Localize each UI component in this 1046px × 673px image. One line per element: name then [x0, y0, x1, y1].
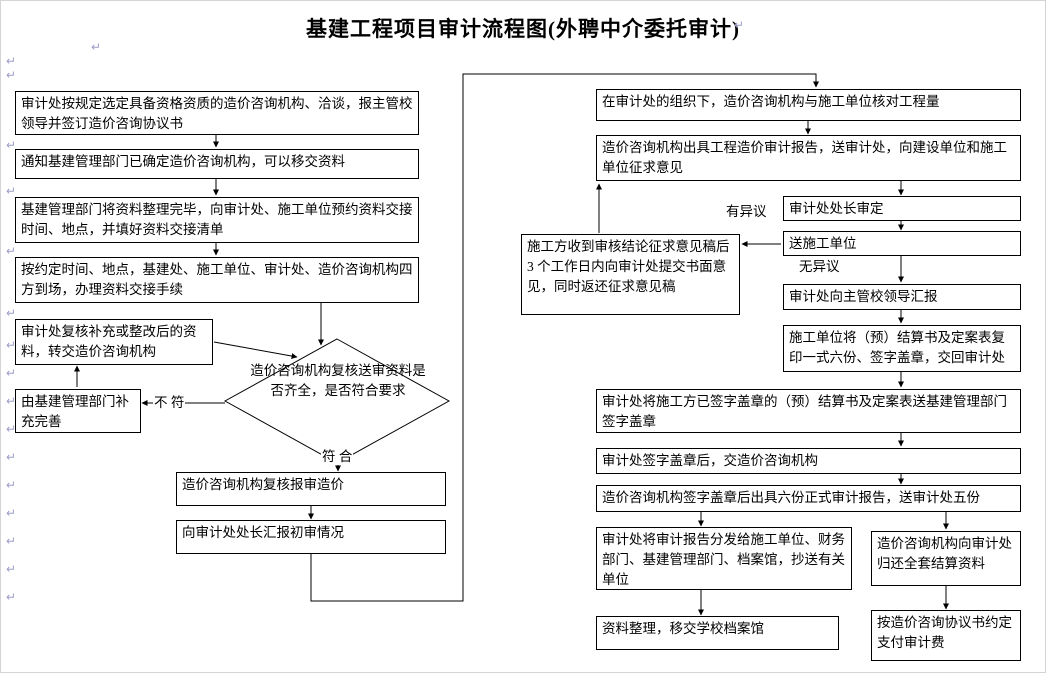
paragraph-mark-icon: ↵ — [6, 338, 17, 352]
node-handover: 按约定时间、地点，基建处、施工单位、审计处、造价咨询机构四方到场，办理资料交接手… — [15, 257, 419, 303]
paragraph-mark-icon: ↵ — [6, 450, 17, 464]
node-notify-dept: 通知基建管理部门已确定造价咨询机构，可以移交资料 — [15, 149, 419, 179]
paragraph-mark-icon: ↵ — [6, 366, 17, 380]
node-prepare-materials: 基建管理部门将资料整理完毕，向审计处、施工单位预约资料交接时间、地点，并填好资料… — [15, 197, 419, 243]
decision-diamond-shape — [223, 338, 451, 464]
page-title: 基建工程项目审计流程图(外聘中介委托审计) — [306, 17, 740, 41]
node-audit-sign-transfer: 审计处签字盖章后，交造价咨询机构 — [596, 448, 1021, 474]
node-issue-cost-report: 造价咨询机构出具工程造价审计报告，送审计处，向建设单位和施工单位征求意见 — [596, 135, 1021, 181]
paragraph-mark-icon: ↵ — [734, 18, 745, 32]
node-return-materials: 造价咨询机构向审计处归还全套结算资料 — [871, 531, 1021, 586]
edge-label-no-objection: 无异议 — [798, 259, 841, 275]
edge-label-no-match: 不 符 — [153, 395, 186, 411]
node-select-agency: 审计处按规定选定具备资格资质的造价咨询机构、洽谈，报主管校领导并签订造价咨询协议… — [15, 91, 419, 135]
paragraph-mark-icon: ↵ — [6, 54, 17, 68]
node-send-dept-sign: 审计处将施工方已签字盖章的（预）结算书及定案表送基建管理部门签字盖章 — [596, 389, 1021, 433]
paragraph-mark-icon: ↵ — [6, 422, 17, 436]
edge-label-match: 符 合 — [321, 449, 354, 465]
node-report-leaders: 审计处向主管校领导汇报 — [783, 284, 1021, 310]
node-send-contractor: 送施工单位 — [783, 231, 1021, 256]
paragraph-mark-icon: ↵ — [6, 138, 17, 152]
node-review-declared-cost: 造价咨询机构复核报审造价 — [176, 472, 446, 506]
paragraph-mark-icon: ↵ — [6, 244, 17, 258]
node-archive: 资料整理，移交学校档案馆 — [596, 616, 839, 650]
node-director-approve: 审计处处长审定 — [783, 196, 1021, 221]
node-distribute-reports: 审计处将审计报告分发给施工单位、财务部门、基建管理部门、档案馆，抄送有关单位 — [596, 527, 852, 590]
node-contractor-feedback: 施工方收到审核结论征求意见稿后 3 个工作日内向审计处提交书面意见，同时返还征求… — [521, 234, 740, 315]
node-audit-review-transfer: 审计处复核补充或整改后的资料，转交造价咨询机构 — [15, 319, 213, 365]
node-contractor-copies: 施工单位将（预）结算书及定案表复印一式六份、签字盖章，交回审计处 — [783, 325, 1021, 372]
edge-label-objection: 有异议 — [725, 204, 768, 220]
node-report-director-initial: 向审计处处长汇报初审情况 — [176, 520, 446, 554]
paragraph-mark-icon: ↵ — [6, 68, 17, 82]
paragraph-mark-icon: ↵ — [6, 590, 17, 604]
node-dept-supplement: 由基建管理部门补充完善 — [15, 389, 141, 433]
node-verify-quantities: 在审计处的组织下，造价咨询机构与施工单位核对工程量 — [596, 89, 1021, 121]
paragraph-mark-icon: ↵ — [91, 40, 102, 54]
paragraph-mark-icon: ↵ — [6, 478, 17, 492]
paragraph-mark-icon: ↵ — [6, 394, 17, 408]
node-issue-final-reports: 造价咨询机构签字盖章后出具六份正式审计报告，送审计处五份 — [596, 485, 1021, 512]
paragraph-mark-icon: ↵ — [6, 562, 17, 576]
node-decision-check: 造价咨询机构复核送审资料是否齐全，是否符合要求 — [250, 363, 426, 398]
node-pay-fee: 按造价咨询协议书约定支付审计费 — [871, 610, 1021, 661]
paragraph-mark-icon: ↵ — [6, 534, 17, 548]
paragraph-mark-icon: ↵ — [6, 184, 17, 198]
paragraph-mark-icon: ↵ — [6, 506, 17, 520]
paragraph-mark-icon: ↵ — [6, 306, 17, 320]
